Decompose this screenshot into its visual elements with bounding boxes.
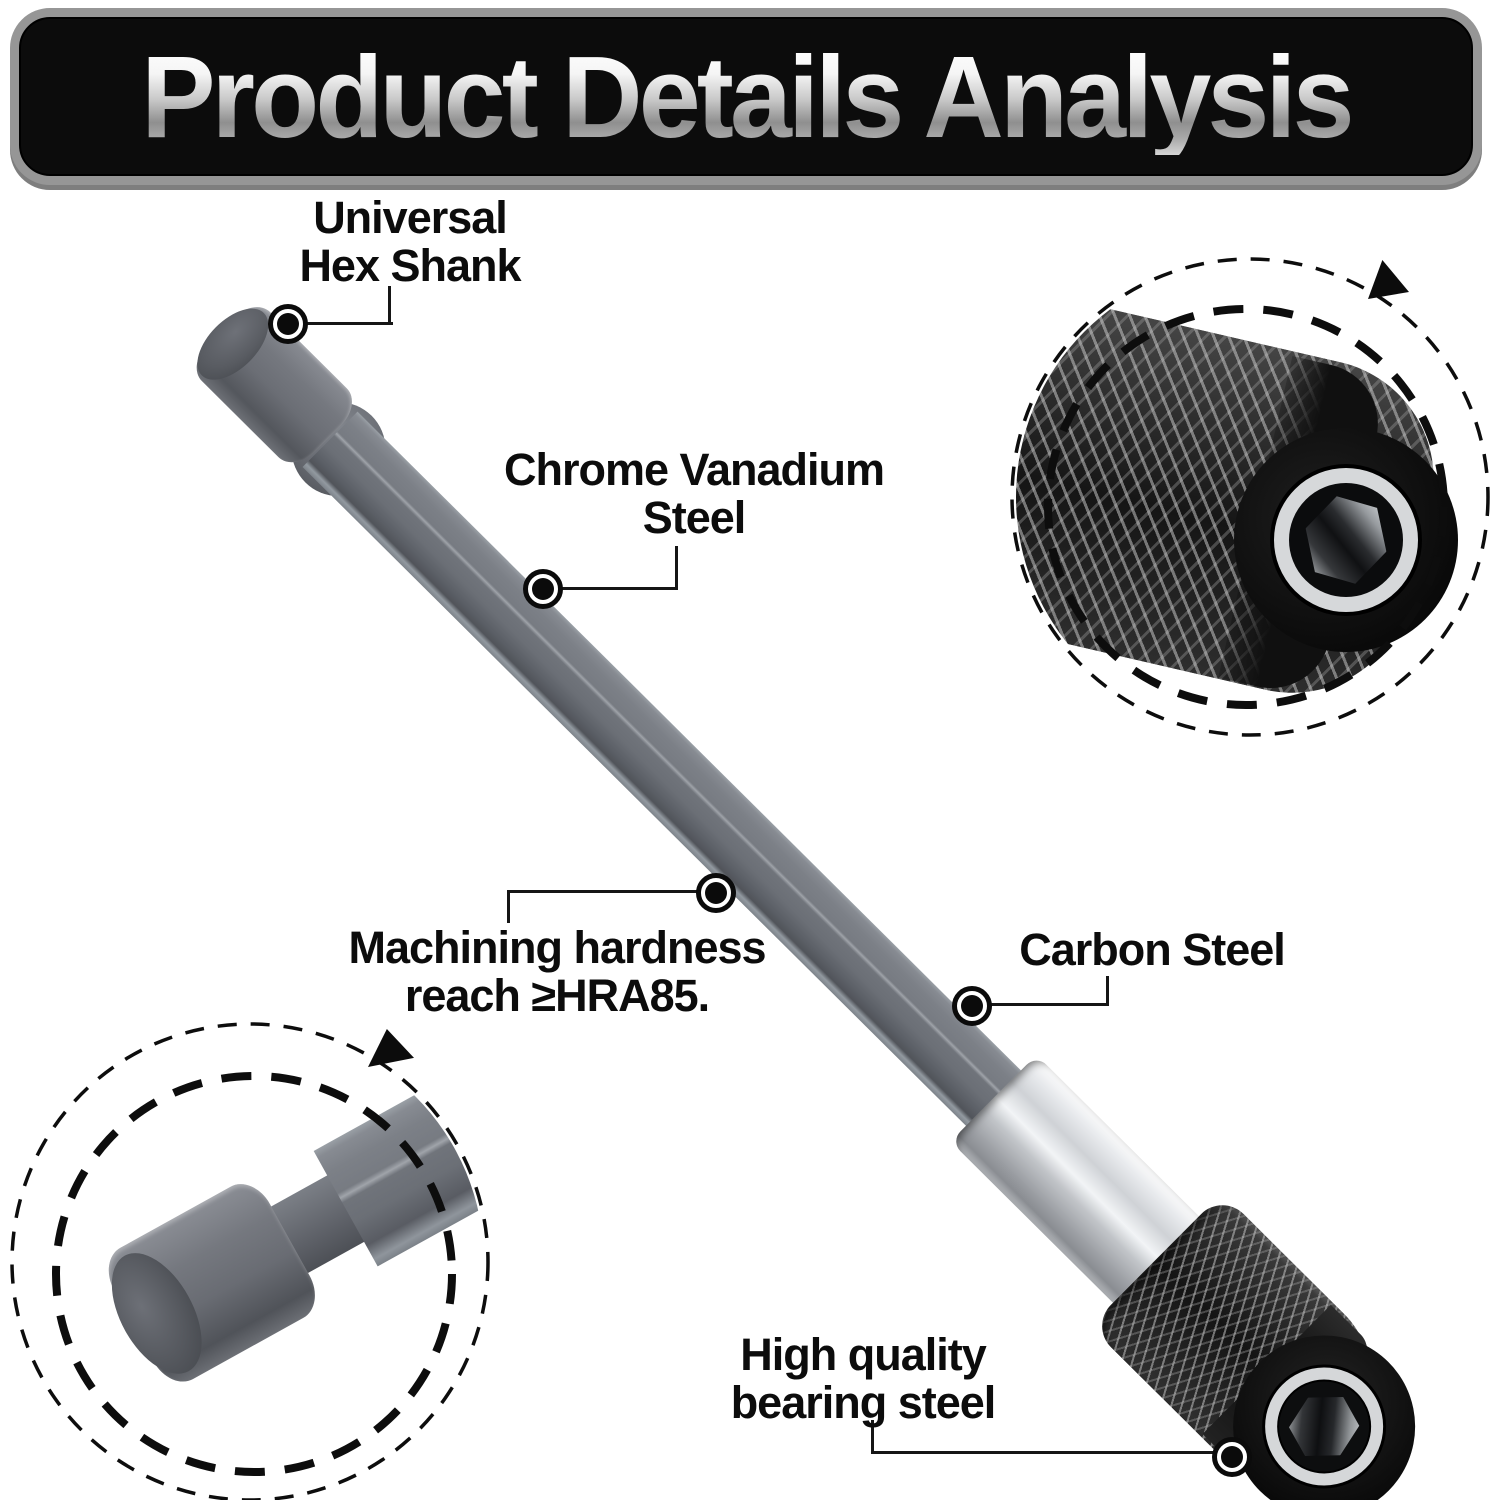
label-universal-hex-shank: Universal Hex Shank	[260, 194, 560, 289]
callout-line	[871, 1451, 1215, 1454]
dashed-circle-icon	[1010, 257, 1490, 737]
label-line: reach ≥HRA85.	[404, 969, 710, 1021]
callout-line	[388, 286, 391, 325]
callout-line	[305, 322, 393, 325]
inset-collar-zoom	[1008, 255, 1492, 739]
callout-line	[560, 587, 678, 590]
inset-collar-photo	[1016, 263, 1484, 731]
label-line: bearing steel	[730, 1376, 997, 1428]
label-line: Carbon Steel	[1019, 924, 1286, 975]
callout-line	[675, 546, 678, 590]
label-line: Machining hardness	[348, 922, 766, 973]
label-chrome-vanadium-steel: Chrome Vanadium Steel	[494, 446, 894, 541]
label-line: Chrome Vanadium	[503, 444, 885, 495]
callout-marker-icon	[696, 873, 736, 913]
inset-shank-photo	[16, 1028, 484, 1496]
callout-line	[989, 1003, 1109, 1006]
label-line: Steel	[642, 491, 747, 543]
callout-marker-icon	[952, 986, 992, 1026]
callout-marker-icon	[523, 569, 563, 609]
page-title: Product Details Analysis	[141, 31, 1354, 162]
callout-line	[1106, 976, 1109, 1006]
label-carbon-steel: Carbon Steel	[1002, 926, 1302, 974]
label-line: Hex Shank	[299, 239, 521, 291]
callout-line	[507, 890, 699, 893]
label-machining-hardness: Machining hardness reach ≥HRA85.	[337, 924, 777, 1019]
label-bearing-steel: High quality bearing steel	[713, 1331, 1013, 1426]
callout-marker-icon	[1212, 1437, 1252, 1477]
inset-shank-zoom	[8, 1020, 492, 1500]
label-line: High quality	[740, 1329, 987, 1380]
label-line: Universal	[313, 192, 508, 243]
title-banner: Product Details Analysis	[10, 8, 1482, 185]
dashed-circle-icon	[10, 1022, 490, 1500]
callout-line	[507, 890, 510, 923]
callout-line	[871, 1420, 874, 1454]
callout-marker-icon	[268, 304, 308, 344]
